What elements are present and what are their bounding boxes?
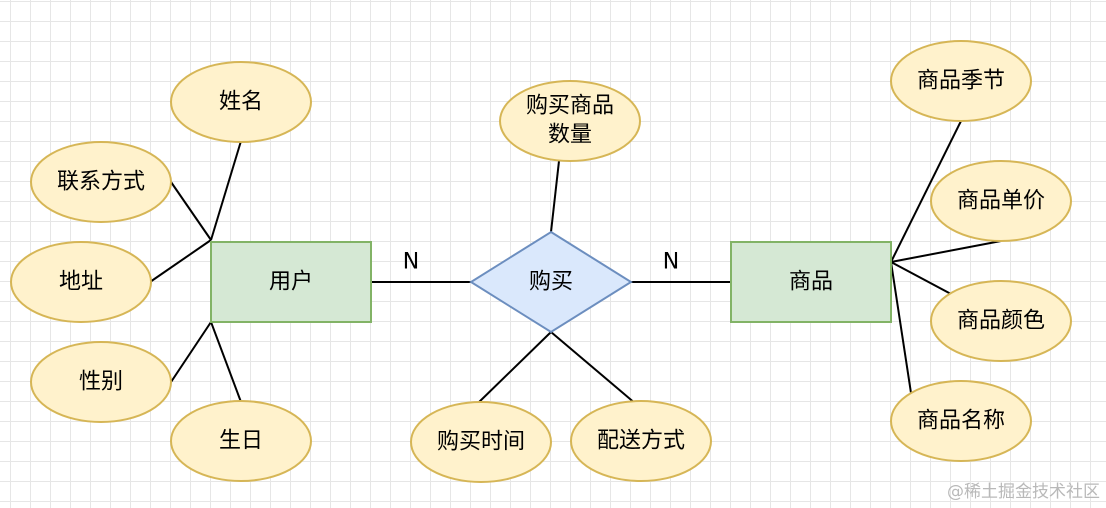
- attribute-product-season[interactable]: 商品季节: [890, 40, 1032, 122]
- attribute-user-gender[interactable]: 性别: [30, 341, 172, 423]
- connector-purchase-delivery: [550, 331, 637, 405]
- entity-user-label: 用户: [269, 270, 313, 295]
- entity-user[interactable]: 用户: [210, 241, 372, 323]
- connector-user-gender: [170, 321, 212, 383]
- attribute-user-gender-ellipse: [30, 341, 172, 423]
- connector-purchase-quantity: [550, 160, 560, 233]
- attribute-product-price-label: 商品单价: [957, 189, 1045, 214]
- connector-product-season: [890, 120, 962, 263]
- connector-product-price: [890, 240, 1002, 263]
- attribute-purchase-time[interactable]: 购买时间: [410, 401, 552, 483]
- attribute-user-address-label: 地址: [59, 270, 103, 295]
- relationship-connectors: [371, 160, 731, 406]
- attribute-user-name-label: 姓名: [219, 90, 263, 115]
- entity-user-box: [210, 241, 372, 323]
- attribute-user-address-ellipse: [10, 241, 152, 323]
- attribute-user-birthday[interactable]: 生日: [170, 400, 312, 482]
- connector-product-name: [890, 261, 912, 394]
- connector-user-name: [210, 140, 242, 241]
- attribute-user-contact-label: 联系方式: [57, 170, 145, 195]
- attribute-product-color[interactable]: 商品颜色: [930, 280, 1072, 362]
- attribute-purchase-quantity-label-line1: 购买商品: [526, 94, 614, 119]
- attribute-purchase-quantity[interactable]: 购买商品 数量: [499, 80, 641, 162]
- attribute-user-name-ellipse: [170, 61, 312, 143]
- attribute-user-birthday-ellipse: [170, 400, 312, 482]
- connector-product-color: [890, 261, 952, 295]
- attribute-product-name-ellipse: [890, 380, 1032, 462]
- attribute-product-color-ellipse: [930, 280, 1072, 362]
- relationship-purchase-label: 购买: [529, 270, 573, 295]
- attribute-product-price[interactable]: 商品单价: [930, 160, 1072, 242]
- relationship-purchase[interactable]: 购买: [469, 230, 633, 334]
- attribute-purchase-delivery[interactable]: 配送方式: [570, 400, 712, 482]
- attribute-purchase-time-label: 购买时间: [437, 430, 525, 455]
- attribute-purchase-quantity-label-line2: 数量: [548, 123, 592, 148]
- attribute-user-birthday-label: 生日: [219, 429, 263, 454]
- entity-product-box: [730, 241, 892, 323]
- attribute-user-address[interactable]: 地址: [10, 241, 152, 323]
- attribute-user-gender-label: 性别: [79, 370, 123, 395]
- attribute-product-color-label: 商品颜色: [957, 309, 1045, 334]
- connector-purchase-time: [475, 331, 552, 406]
- attribute-product-price-ellipse: [930, 160, 1072, 242]
- user-connectors: [149, 140, 242, 403]
- attribute-purchase-quantity-ellipse: [499, 80, 641, 162]
- attribute-purchase-delivery-label: 配送方式: [597, 429, 685, 454]
- attribute-user-contact-ellipse: [30, 141, 172, 223]
- attribute-product-name[interactable]: 商品名称: [890, 380, 1032, 462]
- attribute-purchase-time-ellipse: [410, 401, 552, 483]
- attribute-product-season-label: 商品季节: [917, 69, 1005, 94]
- entity-product-label: 商品: [789, 270, 833, 295]
- attribute-user-name[interactable]: 姓名: [170, 61, 312, 143]
- entity-product[interactable]: 商品: [730, 241, 892, 323]
- connector-user-address: [149, 239, 212, 283]
- attribute-product-season-ellipse: [890, 40, 1032, 122]
- cardinality-left: N: [403, 250, 419, 275]
- attribute-product-name-label: 商品名称: [917, 409, 1005, 434]
- connector-user-birthday: [210, 321, 242, 403]
- watermark: @稀土掘金技术社区: [947, 482, 1100, 502]
- relationship-purchase-diamond: [469, 230, 633, 334]
- product-connectors: [890, 120, 1002, 394]
- cardinality-right: N: [663, 250, 679, 275]
- attribute-purchase-delivery-ellipse: [570, 400, 712, 482]
- attribute-user-contact[interactable]: 联系方式: [30, 141, 172, 223]
- connector-user-contact: [170, 181, 212, 241]
